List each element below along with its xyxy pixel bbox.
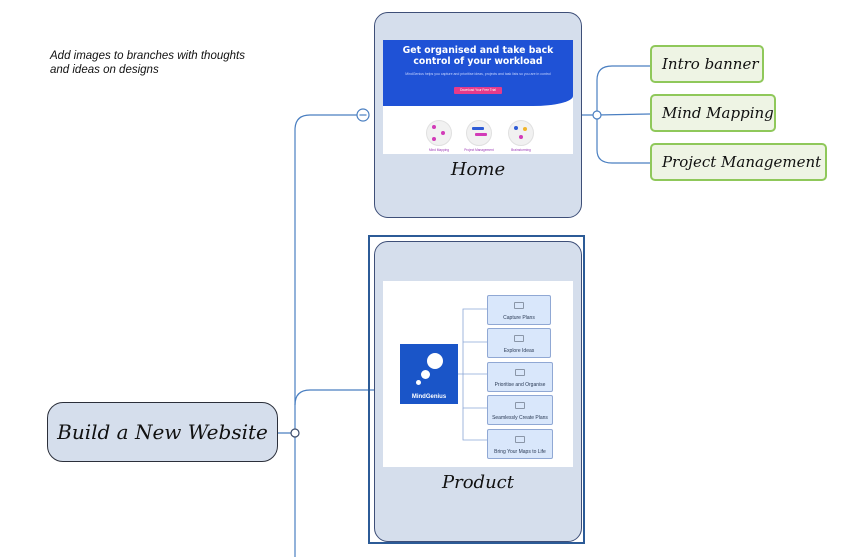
branch-intro-banner[interactable]: Intro banner	[650, 45, 764, 83]
connector-node-icon[interactable]	[592, 110, 602, 120]
item-label: Capture Plans	[503, 315, 535, 321]
connector-node-icon[interactable]	[290, 428, 300, 438]
product-item-create-plans: Seamlessly Create Plans	[487, 395, 553, 425]
feature-label: Project Management	[464, 148, 494, 152]
product-page-image[interactable]: MindGenius Capture Plans Explore Ideas P…	[383, 281, 573, 467]
hero-cta-button: Download Your Free Trial	[454, 87, 502, 94]
product-link	[294, 389, 374, 406]
note-line-1: Add images to branches with thoughts	[50, 50, 245, 62]
hero-banner: Get organised and take back control of y…	[383, 40, 573, 106]
note-line-2: and ideas on designs	[50, 64, 159, 76]
root-topic[interactable]: Build a New Website	[47, 402, 278, 462]
product-item-explore: Explore Ideas	[487, 328, 551, 358]
hero-title: Get organised and take back control of y…	[383, 45, 573, 67]
hero-title-line-1: Get organised and take back	[402, 45, 554, 56]
brand-name: MindGenius	[411, 394, 447, 400]
branch-mind-mapping[interactable]: Mind Mapping	[650, 94, 776, 132]
brainstorm-icon	[508, 120, 534, 146]
item-label: Prioritise and Organise	[494, 382, 546, 388]
product-topic-label: Product	[442, 472, 514, 493]
mindgenius-logo: MindGenius	[400, 344, 458, 404]
feature-label: Brainstorming	[511, 148, 531, 152]
product-item-prioritise: Prioritise and Organise	[487, 362, 553, 392]
feature-brainstorming: Brainstorming	[501, 120, 541, 152]
home-page-image[interactable]: Get organised and take back control of y…	[383, 40, 573, 154]
trunk-line	[294, 114, 357, 557]
item-label: Explore Ideas	[503, 348, 535, 354]
feature-mind-mapping: Mind Mapping	[419, 120, 459, 152]
selection-frame	[368, 235, 585, 544]
branch-fan	[596, 65, 650, 115]
branch-project-management[interactable]: Project Management	[650, 143, 827, 181]
annotation-note: Add images to branches with thoughts and…	[50, 49, 290, 77]
product-connector-lines	[458, 308, 487, 441]
product-item-capture: Capture Plans	[487, 295, 551, 325]
hero-subtitle: MindGenius helps you capture and priorit…	[405, 72, 551, 76]
product-item-bring-to-life: Bring Your Maps to Life	[487, 429, 553, 459]
mind-map-icon	[426, 120, 452, 146]
item-label: Bring Your Maps to Life	[494, 449, 546, 455]
home-topic-label: Home	[450, 159, 506, 180]
feature-label: Mind Mapping	[428, 148, 450, 152]
hero-title-line-2: control of your workload	[413, 56, 543, 67]
gantt-icon	[466, 120, 492, 146]
feature-project-management: Project Management	[459, 120, 499, 152]
item-label: Seamlessly Create Plans	[492, 415, 548, 421]
